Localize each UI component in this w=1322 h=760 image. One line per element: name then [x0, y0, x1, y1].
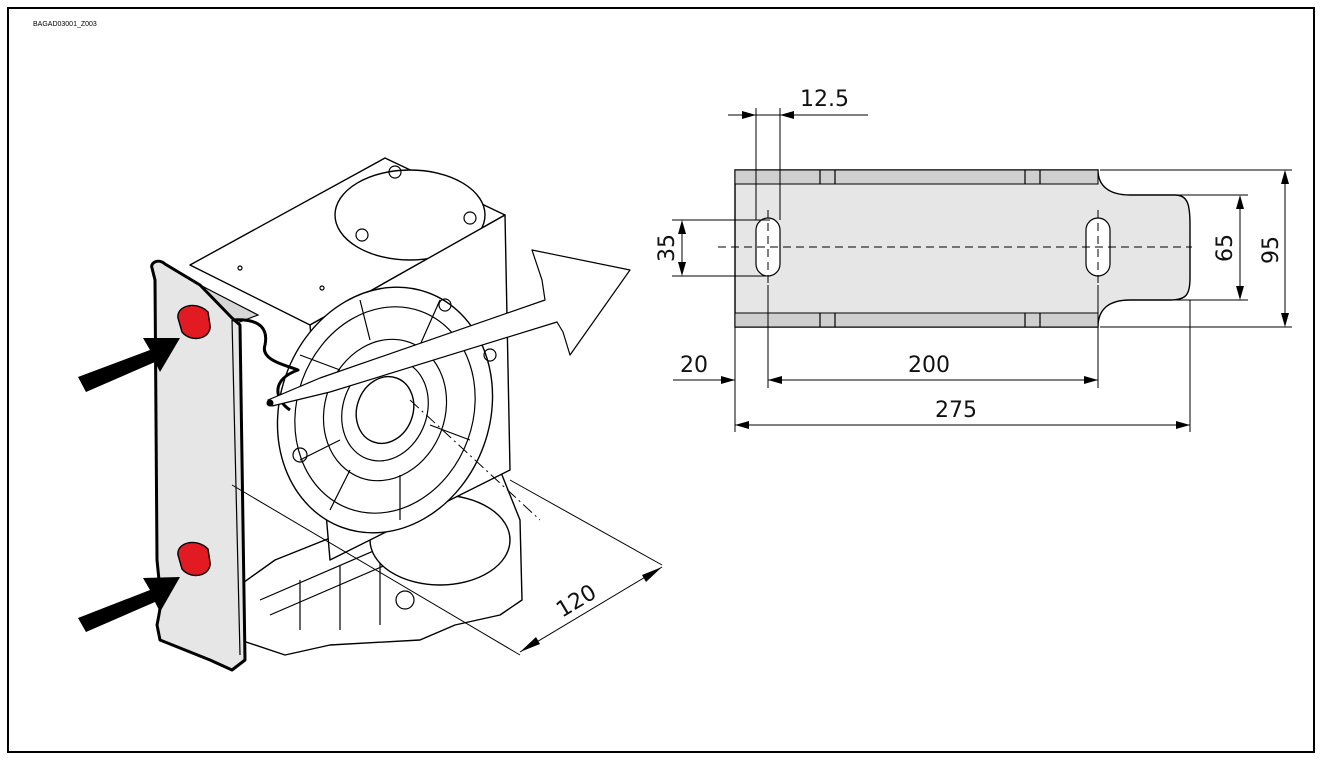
dimension-arrowhead — [721, 376, 735, 384]
dimension-inner-width-label: 65 — [1213, 234, 1238, 262]
dimension-edge-label: 20 — [680, 353, 708, 378]
dimension-arrowhead — [1236, 195, 1244, 209]
dimension-arrowhead — [735, 421, 749, 429]
dimension-arrowhead — [1281, 170, 1289, 184]
dimension-slot-width-label: 12.5 — [800, 87, 849, 112]
dimension-depth-label: 120 — [552, 580, 601, 623]
dimension-slot-spacing-label: 200 — [908, 353, 950, 378]
bracket-plate-outline — [734, 169, 1191, 328]
drawing-frame — [7, 7, 1315, 753]
top-cover-disc — [334, 169, 486, 261]
drawing-reference: BAGAD03001_Z003 — [33, 21, 97, 28]
bracket-detail-view: 12.5 35 65 95 20 200 — [655, 87, 1292, 432]
bracket-flange-top — [734, 169, 1099, 185]
housing-ribs — [259, 504, 491, 630]
projection-extension-line — [231, 484, 521, 656]
projection-extension-line — [509, 479, 663, 566]
dimension-arrowhead — [1176, 421, 1190, 429]
dimension-arrowhead — [678, 262, 686, 276]
callout-origin-dot — [266, 399, 274, 407]
mounting-arrow-icon — [78, 338, 180, 392]
top-hole — [237, 265, 243, 271]
dimension-arrowhead — [768, 376, 782, 384]
dimension-arrowhead — [742, 111, 756, 119]
dimension-arrowhead — [1236, 286, 1244, 300]
flange-bolt — [292, 447, 308, 463]
gearbox-assembly-view: 120 — [78, 157, 663, 672]
bracket-flange-bottom — [734, 312, 1099, 328]
dimension-arrowhead — [678, 220, 686, 234]
dimension-slot-length-label: 35 — [655, 234, 680, 262]
mounting-slot-upper — [177, 304, 211, 340]
flange-marks — [819, 170, 1041, 327]
mounting-slot-lower — [177, 541, 211, 577]
dimension-overall-width-label: 95 — [1259, 236, 1284, 264]
dimension-arrowhead — [780, 111, 794, 119]
cover-screw — [388, 165, 402, 179]
dimension-arrowhead — [642, 567, 662, 582]
cover-screw — [355, 228, 369, 242]
dimension-arrowhead — [520, 637, 540, 652]
cover-screw — [463, 211, 477, 225]
flange-bolt — [438, 298, 452, 312]
shaft-centerline — [409, 399, 541, 521]
flange-bolt — [483, 348, 497, 362]
bracket-outline-edge — [231, 318, 300, 412]
dimension-overall-length-label: 275 — [935, 398, 977, 423]
dimension-arrowhead — [1084, 376, 1098, 384]
flange-ribs — [299, 299, 471, 520]
top-hole — [319, 285, 325, 291]
dimension-arrowhead — [1281, 313, 1289, 327]
housing-bolt — [395, 590, 415, 610]
projection-dimension-line — [519, 566, 663, 653]
view-callout-arrow-icon — [267, 249, 631, 407]
mounting-arrow-icon — [78, 577, 180, 632]
